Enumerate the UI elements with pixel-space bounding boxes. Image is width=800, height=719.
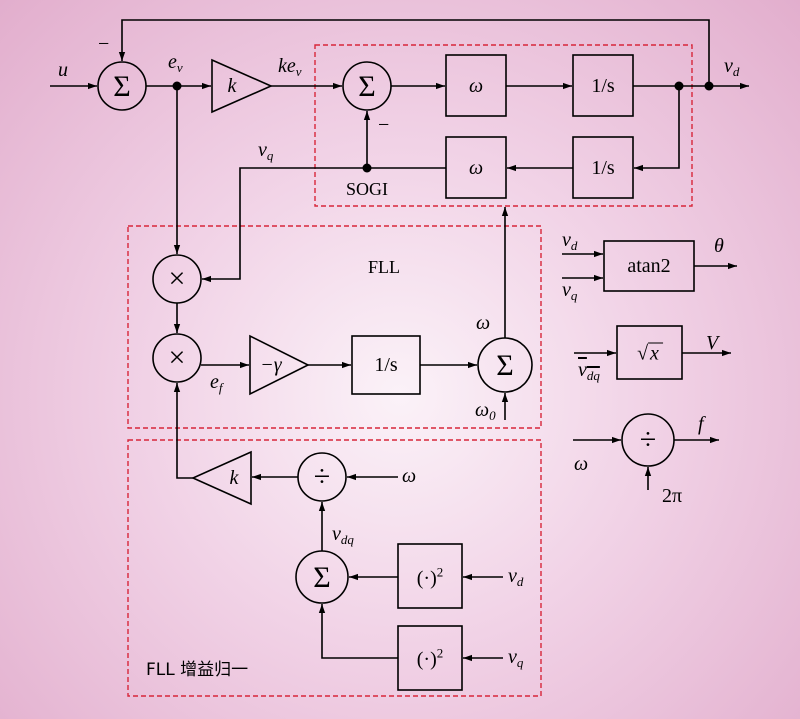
omega0-label: ω0: [475, 399, 496, 423]
output-vd-label: vd: [724, 55, 740, 79]
norm-vq-input-label: vq: [508, 646, 524, 670]
error-ef-label: ef: [210, 371, 223, 395]
input-u-label: u: [58, 59, 68, 81]
fll-integrator-label: 1/s: [374, 354, 398, 376]
gamma-gain-triangle: [249, 334, 310, 396]
two-pi-label: 2π: [662, 485, 683, 507]
square-block-1-label: (·)2: [416, 564, 444, 590]
fll-region-label: FLL: [368, 257, 401, 277]
integrator-top-label: 1/s: [591, 75, 615, 97]
input-sum-symbol: Σ: [113, 70, 131, 103]
freq-divide-symbol: ÷: [639, 423, 657, 456]
norm-region-label: FLL 增益归一: [146, 660, 249, 680]
norm-gain-k-triangle: [191, 450, 252, 506]
gamma-gain-label: −γ: [260, 354, 282, 376]
integrator-bottom-label: 1/s: [591, 157, 615, 179]
square-block-1: [397, 543, 463, 609]
norm-vd-input-label: vd: [508, 565, 524, 589]
sqrt-input-label: vdq: [578, 359, 600, 383]
atan-vd-label: vd: [562, 229, 578, 253]
multiplier-1-symbol: ×: [168, 262, 186, 295]
square-block-2-label: (·)2: [416, 645, 444, 671]
norm-gain-k-label: k: [229, 467, 239, 489]
gain-k-triangle: [211, 58, 273, 114]
fll-region: [127, 225, 542, 429]
gain-k-label: k: [227, 75, 237, 97]
signal-wires: [50, 19, 749, 662]
junction-dots: [172, 81, 714, 173]
atan-vq-label: vq: [562, 279, 578, 303]
fll-normalization-region: [127, 439, 542, 697]
atan2-label: atan2: [627, 255, 671, 277]
input-minus-sign: −: [98, 33, 110, 55]
kev-label: kev: [278, 55, 302, 79]
divide-symbol: ÷: [313, 460, 331, 493]
vdq-label: vdq: [332, 523, 354, 547]
sogi-region: [314, 44, 693, 207]
sogi-sum-symbol: Σ: [358, 70, 376, 103]
norm-omega-input-label: ω: [402, 465, 417, 487]
norm-sum-symbol: Σ: [313, 561, 331, 594]
theta-label: θ: [714, 235, 724, 257]
omega-top-label: ω: [468, 75, 484, 97]
output-f-label: f: [698, 413, 704, 435]
sqrt-label: √x: [637, 342, 663, 364]
fll-omega-label: ω: [476, 312, 491, 334]
freq-omega-input-label: ω: [574, 453, 589, 475]
output-vq-label: vq: [258, 139, 274, 163]
fll-sum-symbol: Σ: [496, 349, 514, 382]
error-ev-label: ev: [168, 51, 183, 75]
multiplier-2: [152, 333, 202, 383]
omega-bottom-label: ω: [468, 157, 484, 179]
multiplier-2-symbol: ×: [168, 341, 186, 374]
output-V-label: V: [706, 332, 719, 354]
sogi-minus-sign: −: [378, 114, 390, 136]
sogi-region-label: SOGI: [346, 179, 389, 199]
